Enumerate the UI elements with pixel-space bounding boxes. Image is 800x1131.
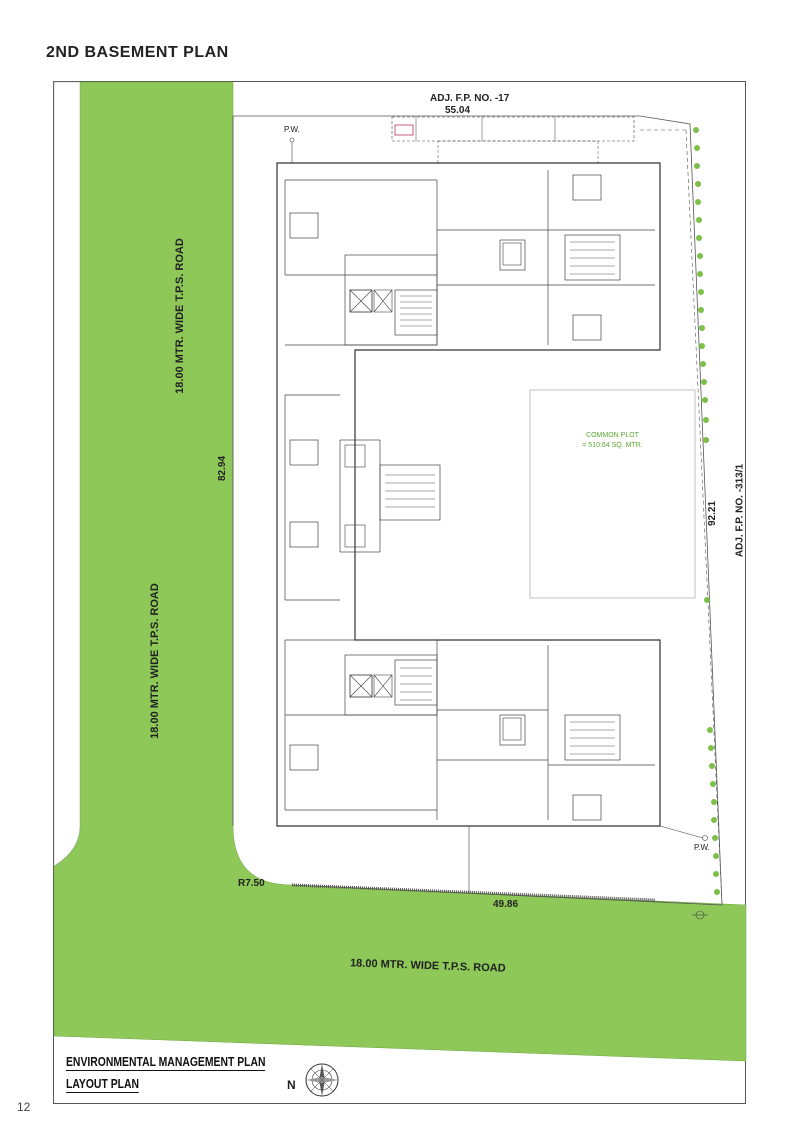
road-left-bottom-label: 18.00 MTR. WIDE T.P.S. ROAD [149, 583, 161, 739]
right-dimension: 92.21 [707, 500, 719, 527]
common-plot [529, 389, 696, 599]
drawing-frame [53, 81, 746, 1104]
pw-top-label: P.W. [284, 125, 300, 134]
left-dimension: 82.94 [217, 455, 229, 482]
legend-subtitle: LAYOUT PLAN [66, 1076, 139, 1093]
common-plot-label-1: COMMON PLOT [586, 432, 639, 439]
page-number: 12 [17, 1100, 31, 1114]
markers [289, 137, 708, 920]
legend-title: ENVIRONMENTAL MANAGEMENT PLAN [66, 1054, 266, 1071]
bottom-dimension: 49.86 [493, 899, 519, 910]
stairs [385, 241, 615, 755]
north-label: N [287, 1078, 296, 1092]
trees [693, 127, 720, 895]
corner-radius-label: R7.50 [238, 878, 265, 889]
internal-walls [284, 170, 655, 821]
page-title: 2ND BASEMENT PLAN [46, 44, 229, 61]
compass-icon [305, 1063, 339, 1097]
top-dimension: 55.04 [445, 105, 471, 116]
adj-right-label: ADJ. F.P. NO. -313/1 [734, 463, 746, 558]
lift-shafts [344, 242, 522, 741]
building-outline [276, 162, 661, 827]
left-strip [53, 81, 81, 867]
adj-top-label: ADJ. F.P. NO. -17 [430, 93, 510, 104]
pw-bottom-label: P.W. [694, 843, 710, 852]
legend-box: ENVIRONMENTAL MANAGEMENT PLAN LAYOUT PLA… [54, 1046, 294, 1102]
common-plot-label-2: = 510.64 SQ. MTR. [582, 442, 643, 449]
top-service-strip [391, 116, 635, 142]
road-left-top-label: 18.00 MTR. WIDE T.P.S. ROAD [174, 238, 186, 394]
